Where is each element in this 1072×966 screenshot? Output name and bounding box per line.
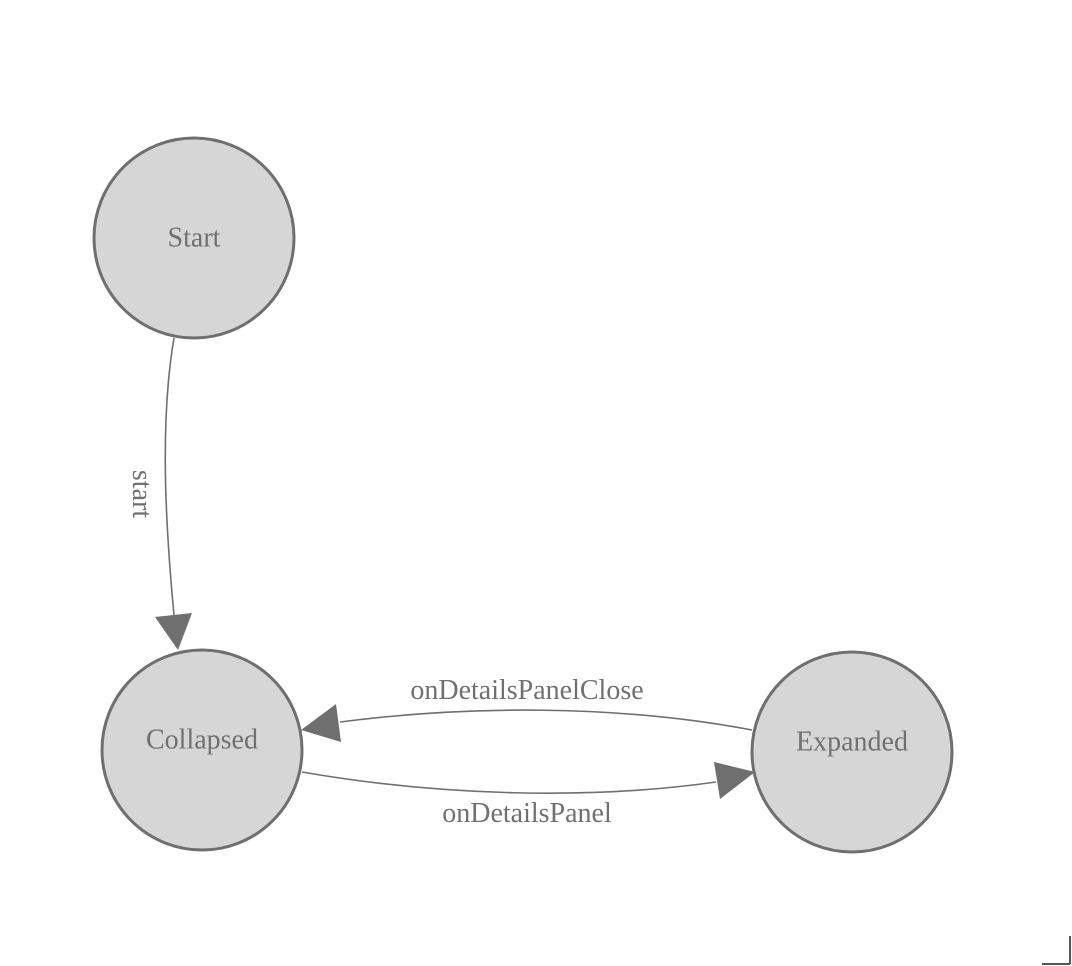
resize-handle-icon[interactable] bbox=[1042, 936, 1071, 965]
node-start-circle bbox=[92, 136, 296, 340]
node-expanded-circle bbox=[750, 650, 954, 854]
node-start-label: Start bbox=[168, 223, 221, 254]
edge-expanded-to-collapsed-arrowhead bbox=[301, 704, 341, 742]
edge-expanded-to-collapsed-label: onDetailsPanelClose bbox=[410, 675, 643, 706]
edge-start-to-collapsed: start bbox=[126, 337, 192, 650]
edge-collapsed-to-expanded-label: onDetailsPanel bbox=[442, 798, 612, 829]
edge-collapsed-to-expanded-line bbox=[301, 771, 717, 794]
edge-collapsed-to-expanded: onDetailsPanel bbox=[301, 762, 755, 829]
node-start[interactable]: Start bbox=[92, 136, 296, 340]
edge-expanded-to-collapsed-line bbox=[339, 709, 753, 731]
node-collapsed-label: Collapsed bbox=[146, 725, 258, 756]
node-collapsed-circle bbox=[100, 648, 304, 852]
edge-start-to-collapsed-label: start bbox=[126, 470, 157, 518]
edge-start-to-collapsed-arrowhead bbox=[155, 613, 192, 650]
edge-start-to-collapsed-line bbox=[164, 337, 175, 616]
edge-expanded-to-collapsed: onDetailsPanelClose bbox=[301, 675, 753, 742]
node-expanded-label: Expanded bbox=[796, 727, 908, 758]
node-collapsed[interactable]: Collapsed bbox=[100, 648, 304, 852]
node-expanded[interactable]: Expanded bbox=[750, 650, 954, 854]
edge-collapsed-to-expanded-arrowhead bbox=[714, 762, 755, 799]
